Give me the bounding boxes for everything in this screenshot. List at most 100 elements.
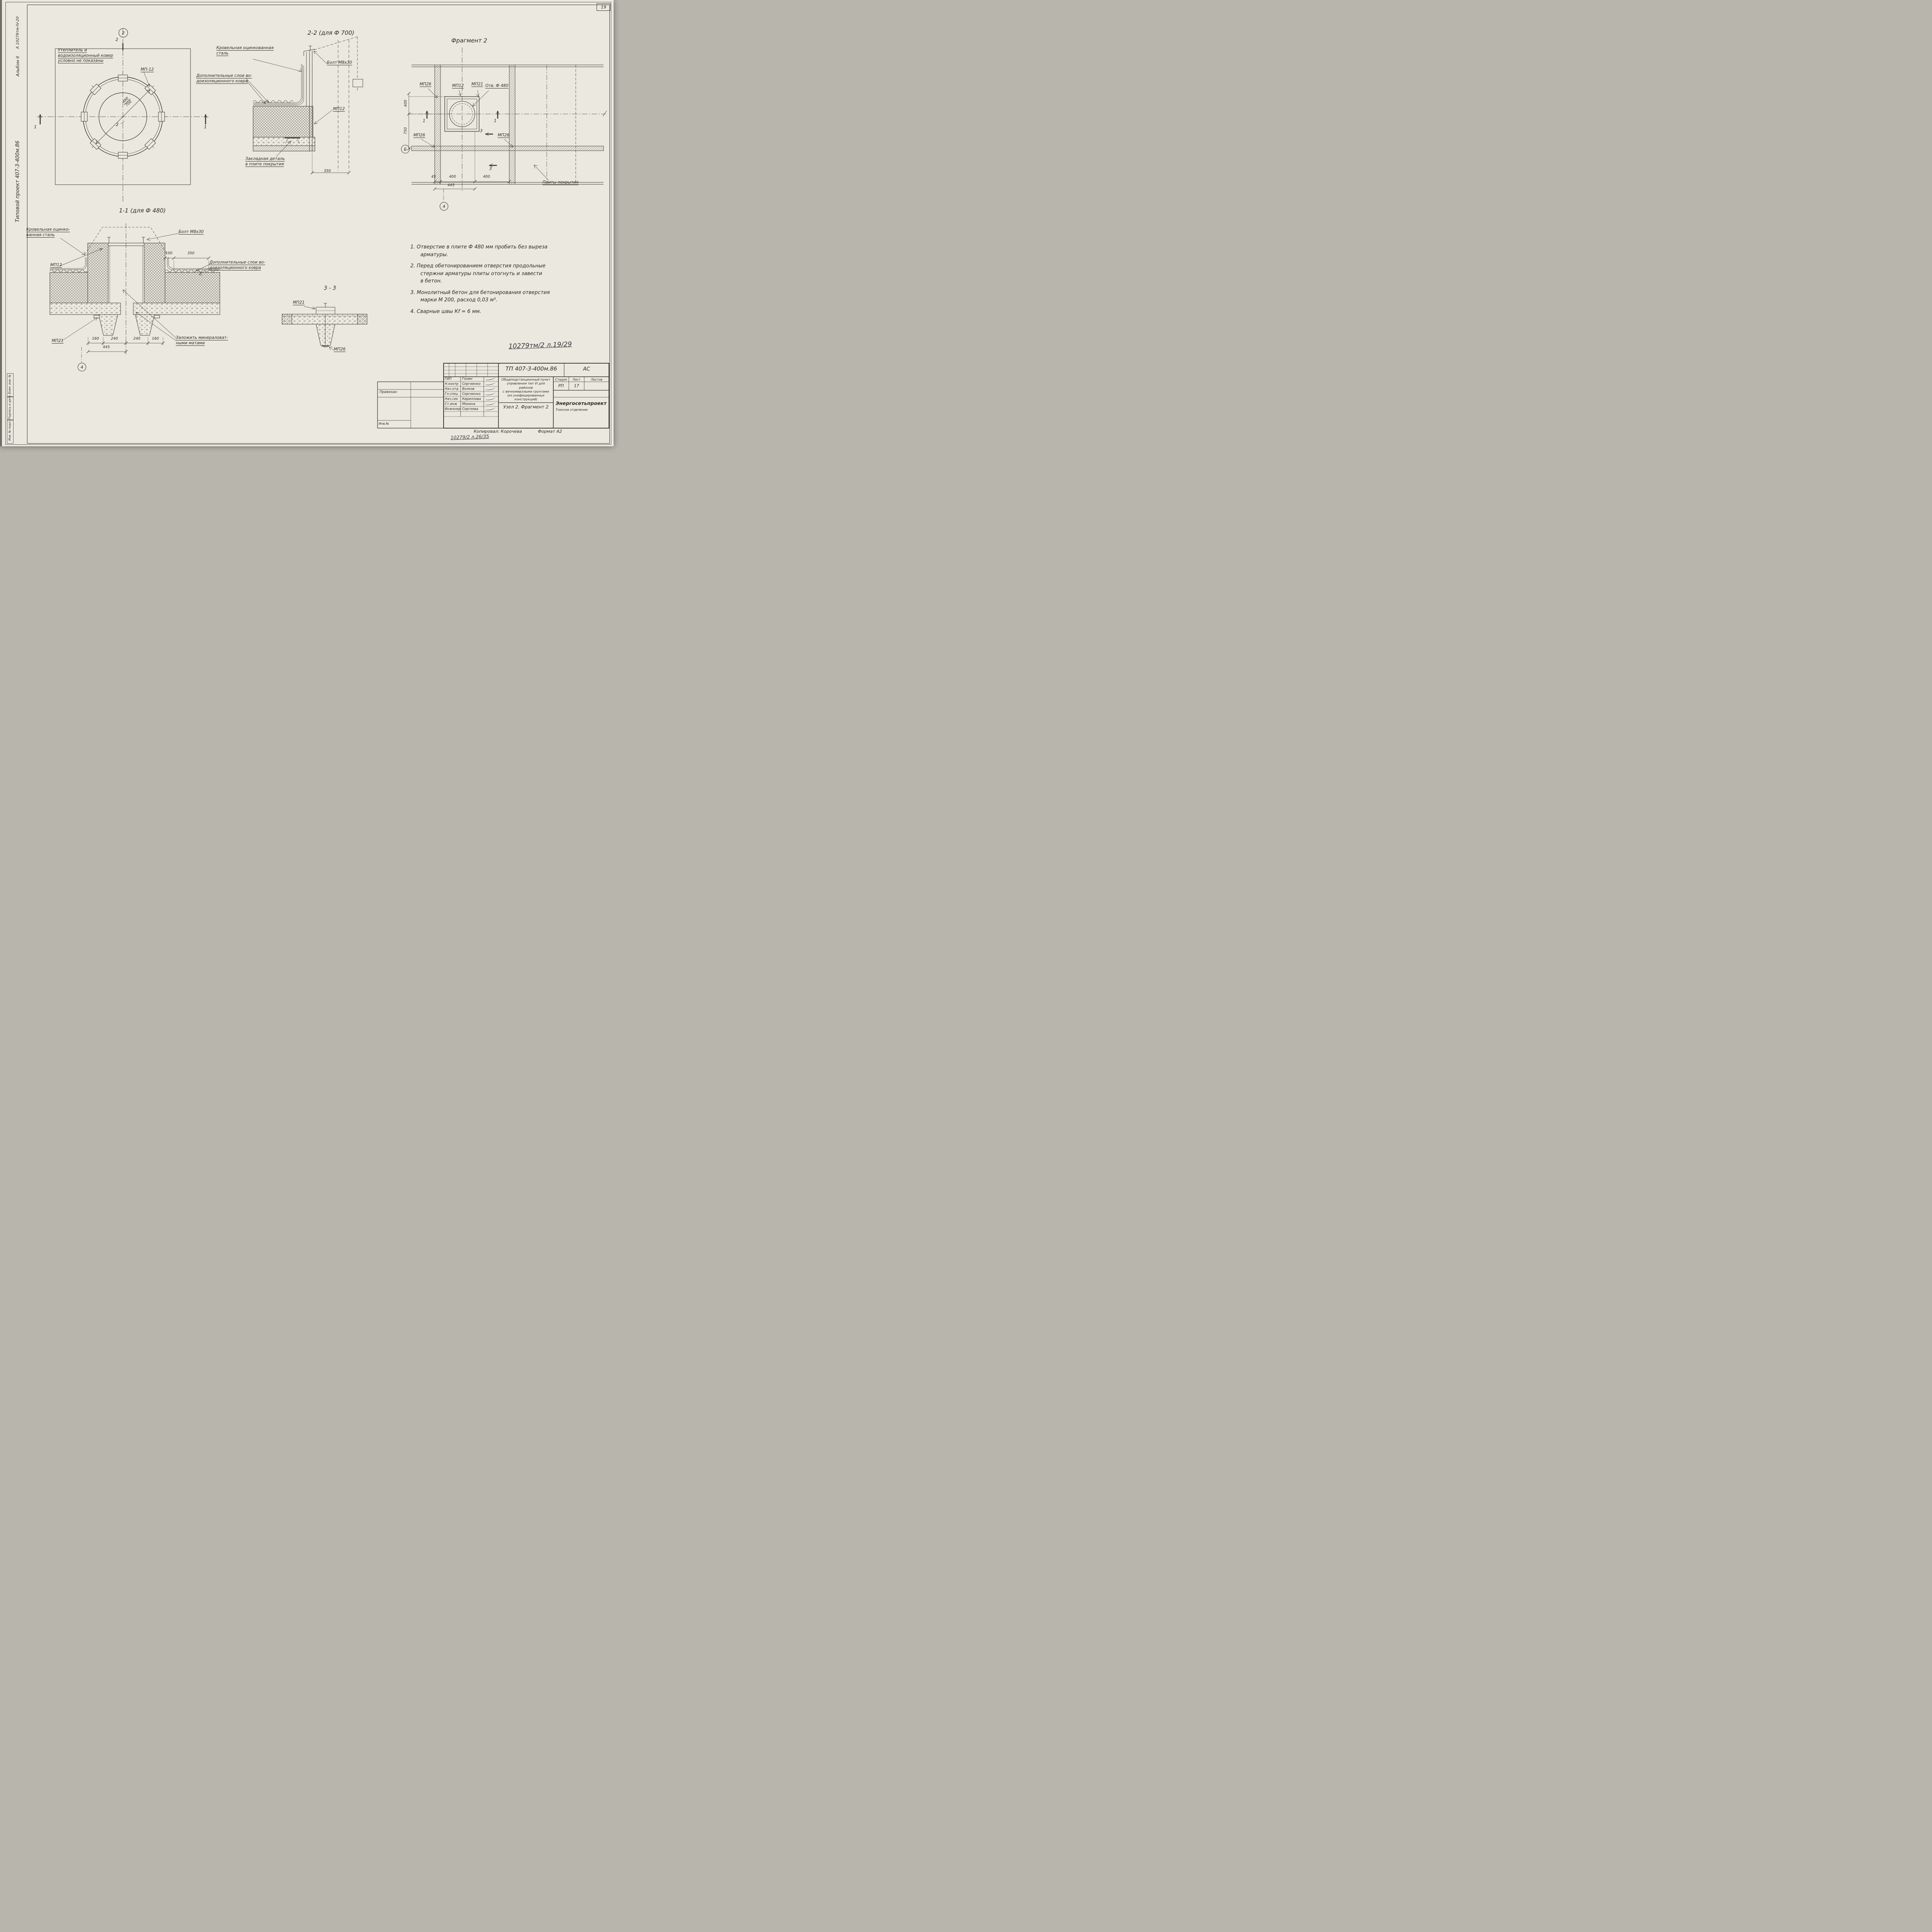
note-3: 3. Монолитный бетон для бетонирования от…: [410, 289, 550, 303]
gravel-left: [49, 269, 87, 272]
fragment2-mp26-left: МП26: [413, 133, 425, 138]
plan-clamps: [79, 73, 167, 161]
section22-bolt-label: Болт М8х30: [327, 60, 352, 65]
titleblock-inv-label: Инв.№: [379, 422, 389, 425]
flashing-cap: [303, 49, 315, 56]
titleblock-branch: Томское отделение: [556, 408, 588, 412]
margin-box-inv-label: Инв. № подл.: [8, 420, 12, 441]
mp21-leader: [304, 306, 316, 309]
plates-leader: [534, 165, 549, 181]
section11-layers-label: Дополнительные слои во- доизоляционного …: [209, 260, 265, 270]
titleblock-attached: Привязан: [379, 390, 397, 394]
scan-edge-shadow: [0, 0, 2, 446]
plan-mp12-leader: [143, 71, 150, 87]
plan-cut2-top-label: 2: [116, 37, 118, 42]
margin-album: Альбом II: [15, 56, 20, 77]
note-2: 2. Перед обетонированием отверстия продо…: [410, 263, 546, 284]
axis-bubble-b: Б: [401, 145, 410, 153]
section11-dim100: 100: [165, 251, 173, 255]
mp12-leader: [459, 90, 461, 96]
sheet-edge: [5, 2, 611, 445]
titleblock-sheet-value: 17: [574, 384, 579, 388]
fragment2-dim750: 750: [403, 127, 408, 134]
titleblock-sheet-label: Лист: [572, 378, 581, 381]
plate-rib: [316, 324, 335, 347]
section22-embed-label: Закладная деталь в плите покрытия: [245, 156, 285, 167]
format-label: Формат А2: [538, 429, 562, 434]
section11-roof-steel-label: Кровельная оцинко- ванная сталь: [26, 227, 70, 237]
title-block-grid: [377, 363, 609, 429]
roof-steel-leader: [60, 238, 85, 255]
stamp-name-3: Сергиенко: [462, 392, 481, 396]
axis-bubble-4-section11: 4: [78, 363, 86, 371]
section11-dim160a: 160: [92, 337, 99, 341]
fragment2-dim445: 445: [447, 183, 455, 187]
top-member: [108, 243, 144, 246]
section33-mp21-label: МП21: [293, 300, 305, 305]
mineral-leaders: [122, 289, 177, 341]
titleblock-doc-number: ТП 407-3-400м.86: [505, 366, 557, 372]
fragment2-mp26-top: МП26: [420, 82, 432, 87]
mp12-leader: [60, 248, 103, 266]
stamp-role-0: ГИП: [445, 377, 452, 381]
plate-edges: [412, 65, 604, 185]
margin-box-vzam: [7, 373, 14, 397]
stamp-role-2: Нач.отд: [445, 387, 459, 391]
stamp-name-5: Мокина: [462, 402, 475, 406]
margin-project-name: Типовой проект 407-3-400м.86: [15, 140, 21, 223]
margin-box-inv: [7, 420, 14, 444]
page-number-box: 19: [597, 3, 611, 11]
stamp-role-6: Инженер: [445, 407, 461, 411]
stamp-role-4: Нач.сек: [445, 397, 458, 401]
section11-dim240b: 240: [133, 337, 141, 341]
hood-dashed: [85, 227, 167, 255]
section22-mp12-label: МП12: [333, 107, 345, 111]
section11-dim240a: 240: [111, 337, 118, 341]
stamp-name-1: Сергиенко: [462, 382, 481, 386]
layers-leaders: [196, 264, 210, 275]
bolt-leader: [313, 51, 327, 64]
fragment2-dim400b: 400: [483, 175, 490, 179]
joint-strip-left: [434, 65, 441, 185]
layers-leaders: [246, 78, 269, 104]
plan-cut1-left-label: 1: [34, 124, 37, 129]
section33-title: 3 - 3: [324, 285, 336, 291]
stamp-name-0: Гонин: [462, 377, 473, 381]
axis-4-label-fragment: 4: [442, 204, 446, 209]
plan-mp12-label: МП-12: [141, 67, 154, 72]
axis-bubble-4-fragment: 4: [440, 202, 448, 211]
roof-steel-leader: [253, 59, 302, 72]
plan-note: Утеплитель и водоизоляционный ковер усло…: [58, 48, 113, 63]
section11-mineral-label: Заложить минераловат- ными матами: [176, 335, 228, 345]
section11-drawing: [49, 223, 220, 362]
fragment2-cut1-left-label: 1: [423, 118, 425, 123]
roof-insulation-right: [165, 272, 220, 303]
rib-right: [135, 314, 155, 336]
section11-dim350: 350: [187, 251, 195, 255]
margin-ref: А 10279тм-IV-20: [15, 16, 20, 49]
stamp-name-6: Сергеева: [462, 407, 478, 411]
stamp-name-2: Волков: [462, 387, 474, 391]
pipe-wall: [309, 51, 313, 151]
fragment2-plates-label: Плиты покрытия: [543, 180, 579, 185]
bolt-mark: [309, 46, 312, 51]
section22-roof-steel-label: Кровельная оцинкованная сталь: [216, 46, 274, 56]
fragment2-mp26-right: МП26: [498, 133, 510, 138]
bolts: [107, 237, 145, 243]
bolt-mark: [324, 303, 327, 307]
plan-circle-inner: [99, 92, 147, 141]
fragment2-mp12: МП12: [452, 83, 464, 88]
section22-dim350: 350: [324, 169, 331, 173]
waterproofing-layer: [253, 66, 304, 105]
note-1: 1. Отверстие в плите Ф 480 мм пробить бе…: [410, 244, 548, 258]
titleblock-stage-value: РП: [558, 384, 564, 388]
plan-detail-callout-number: 2: [122, 30, 125, 36]
fragment2-cut3-bottom-label: 3: [489, 166, 492, 171]
titleblock-doc-type: АС: [583, 366, 590, 372]
titleblock-stage-label: Стадия: [555, 378, 567, 381]
titleblock-node-title: Узел 2. Фрагмент 2: [503, 404, 549, 410]
flashing-inner: [109, 246, 143, 303]
page-number: 19: [601, 5, 606, 10]
mp26-top-leader: [428, 88, 438, 98]
section33-mp26-label: МП26: [334, 347, 346, 352]
